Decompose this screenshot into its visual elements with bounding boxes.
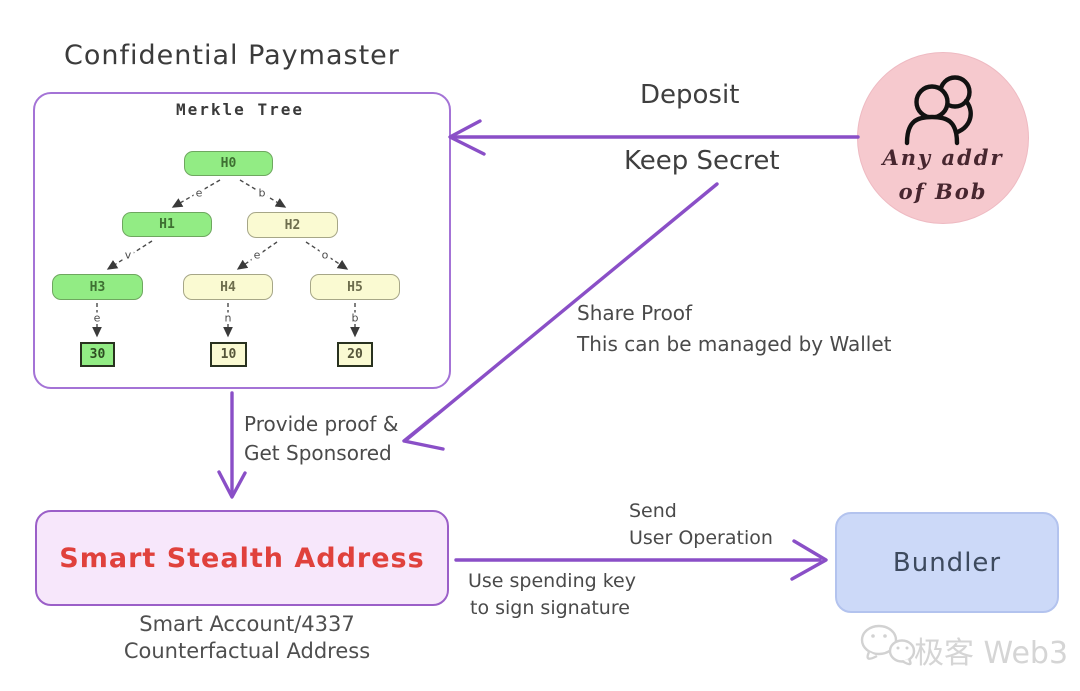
merkle-leaf-20: 20 xyxy=(337,342,373,367)
merkle-node-h0: H0 xyxy=(184,151,273,176)
bundler-label: Bundler xyxy=(892,547,1002,578)
edge-label-h2-h4: e xyxy=(251,248,263,262)
label-user-operation: User Operation xyxy=(629,527,773,549)
merkle-tree-box xyxy=(33,92,451,389)
label-counterfactual-address: Counterfactual Address xyxy=(123,639,371,663)
bundler-box: Bundler xyxy=(835,512,1059,613)
label-send: Send xyxy=(629,500,677,522)
edge-label-h4-leaf: n xyxy=(222,311,234,325)
label-smart-account-4337: Smart Account/4337 xyxy=(139,612,355,636)
actor-any-addr-of-bob: Any addr of Bob xyxy=(857,52,1029,224)
merkle-node-h5: H5 xyxy=(310,274,400,300)
edge-label-h0-h2: b xyxy=(256,186,268,200)
merkle-leaf-10: 10 xyxy=(210,342,247,367)
edge-label-h1-h3: v xyxy=(122,248,134,262)
label-keep-secret: Keep Secret xyxy=(624,146,780,176)
label-deposit: Deposit xyxy=(640,80,740,110)
edge-label-h0-h1: e xyxy=(193,186,205,200)
smart-stealth-address-label: Smart Stealth Address xyxy=(59,542,425,574)
merkle-node-h2: H2 xyxy=(247,212,338,238)
label-share-proof-1: Share Proof xyxy=(577,301,693,325)
edge-label-h5-leaf: b xyxy=(349,311,361,325)
watermark-text: 极客 Web3 xyxy=(914,636,1069,671)
label-provide-proof: Provide proof & xyxy=(244,412,399,436)
actor-text-line2: of Bob xyxy=(898,179,988,204)
smart-stealth-address-box: Smart Stealth Address xyxy=(35,510,449,606)
merkle-node-h4: H4 xyxy=(183,274,273,300)
merkle-tree-title: Merkle Tree xyxy=(176,100,304,119)
label-spending-key-1: Use spending key xyxy=(468,570,636,592)
wechat-icon xyxy=(860,624,916,666)
provide-proof-arrow xyxy=(217,391,247,499)
edge-label-h2-h5: o xyxy=(319,248,331,262)
edge-label-h3-leaf: e xyxy=(91,311,103,325)
label-share-proof-2: This can be managed by Wallet xyxy=(577,332,892,356)
merkle-node-h1: H1 xyxy=(122,212,212,237)
merkle-leaf-30: 30 xyxy=(80,342,115,367)
page-title: Confidential Paymaster xyxy=(64,40,400,71)
merkle-node-h3: H3 xyxy=(52,274,143,300)
label-get-sponsored: Get Sponsored xyxy=(244,441,392,465)
label-spending-key-2: to sign signature xyxy=(470,597,630,619)
actor-text-line1: Any addr xyxy=(882,145,1004,170)
